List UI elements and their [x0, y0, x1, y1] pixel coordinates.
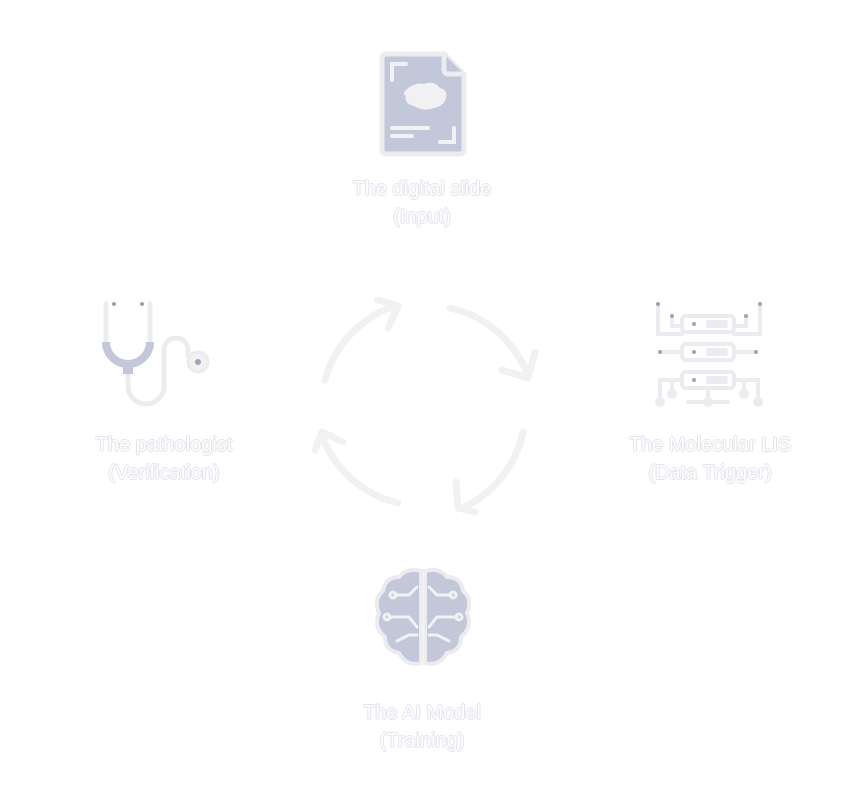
arrow-slide-to-lis — [446, 304, 539, 382]
node-ai-model: The AI Model (Training) — [272, 699, 572, 755]
node-subtitle: (Training) — [379, 730, 465, 752]
node-title: The pathologist — [95, 434, 233, 456]
node-subtitle: (Input) — [393, 206, 451, 228]
node-digital-slide: The digital slide (Input) — [272, 175, 572, 231]
arrow-model-to-pathologist — [311, 428, 402, 507]
arrow-lis-to-model — [452, 428, 527, 516]
node-title: The AI Model — [363, 702, 481, 724]
node-title: The Molecular LIS — [628, 434, 792, 456]
node-subtitle: (Data Trigger) — [648, 462, 772, 484]
node-pathologist: The pathologist (Verification) — [14, 431, 314, 487]
node-title: The digital slide — [352, 178, 492, 200]
node-subtitle: (Verification) — [108, 462, 220, 484]
node-molecular-lis: The Molecular LIS (Data Trigger) — [560, 431, 852, 487]
arrow-pathologist-to-slide — [321, 296, 402, 384]
digital-slide-icon — [379, 51, 467, 157]
brain-circuit-icon — [375, 567, 471, 666]
server-network-icon — [655, 302, 763, 407]
stethoscope-icon — [102, 301, 210, 407]
